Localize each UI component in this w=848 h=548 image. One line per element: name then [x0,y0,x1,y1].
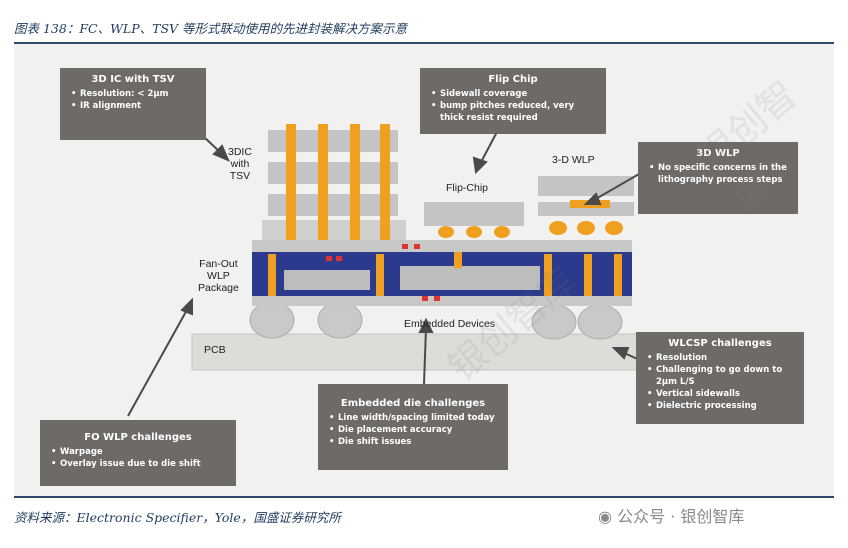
embedded-die [400,266,540,290]
callout-item: Overlay issue due to die shift [51,458,226,470]
callout-title: 3D WLP [696,148,740,159]
flip-chip-die [424,202,524,238]
callout-item: Challenging to go down to 2µm L/S [647,364,794,388]
wechat-icon: ◉ [598,507,612,526]
callout-item: Dielectric processing [647,400,794,412]
callout-3dic-tsv: 3D IC with TSV Resolution: < 2µmIR align… [60,68,206,140]
label-pcb: PCB [204,344,226,356]
callout-item: IR alignment [71,100,196,112]
callout-item: Resolution [647,352,794,364]
callout-fo-wlp: FO WLP challenges WarpageOverlay issue d… [40,420,236,486]
pcb-board [191,333,653,371]
figure-caption: 图表 138：FC、WLP、TSV 等形式联动使用的先进封装解决方案示意 [14,21,408,36]
callout-title: WLCSP challenges [668,338,772,349]
top-rule [14,42,834,44]
callout-wlcsp: WLCSP challenges ResolutionChallenging t… [636,332,804,424]
callout-title: Embedded die challenges [340,398,486,409]
callout-item: Resolution: < 2µm [71,88,196,100]
callout-item: Sidewall coverage [431,88,596,100]
callout-embedded-die: Embedded die challenges Line width/spaci… [318,384,508,470]
wechat-label: 公众号 · 银创智库 [617,507,745,526]
callout-title: Flip Chip [488,74,538,85]
copper-vias [268,252,622,296]
source-note: 资料来源：Electronic Specifier，Yole，国盛证券研究所 [14,510,341,525]
callout-item: Die placement accuracy [329,424,498,436]
callout-title: FO WLP challenges [84,432,192,443]
callout-item: Die shift issues [329,436,498,448]
callout-3d-wlp: 3D WLP No specific concerns in the litho… [638,142,798,214]
passive-components [326,244,440,301]
callout-item: Warpage [51,446,226,458]
callout-item: Line width/spacing limited today [329,412,498,424]
callout-item: No specific concerns in the lithography … [649,162,788,186]
label-flip-chip: Flip-Chip [446,182,489,194]
solder-balls [249,301,623,340]
bottom-rule [14,496,834,498]
wechat-credit: ◉ 公众号 · 银创智库 [598,503,744,527]
label-embedded-devices: Embedded Devices [404,318,496,330]
tsv-stack [262,124,406,240]
callout-flip-chip: Flip Chip Sidewall coveragebump pitches … [420,68,606,134]
callout-title: 3D IC with TSV [91,74,175,85]
label-3d-wlp: 3-D WLP [552,154,595,166]
callout-item: Vertical sidewalls [647,388,794,400]
package-illustration [127,117,663,417]
callout-item: bump pitches reduced, very thick resist … [431,100,596,124]
embedded-die [284,270,370,290]
